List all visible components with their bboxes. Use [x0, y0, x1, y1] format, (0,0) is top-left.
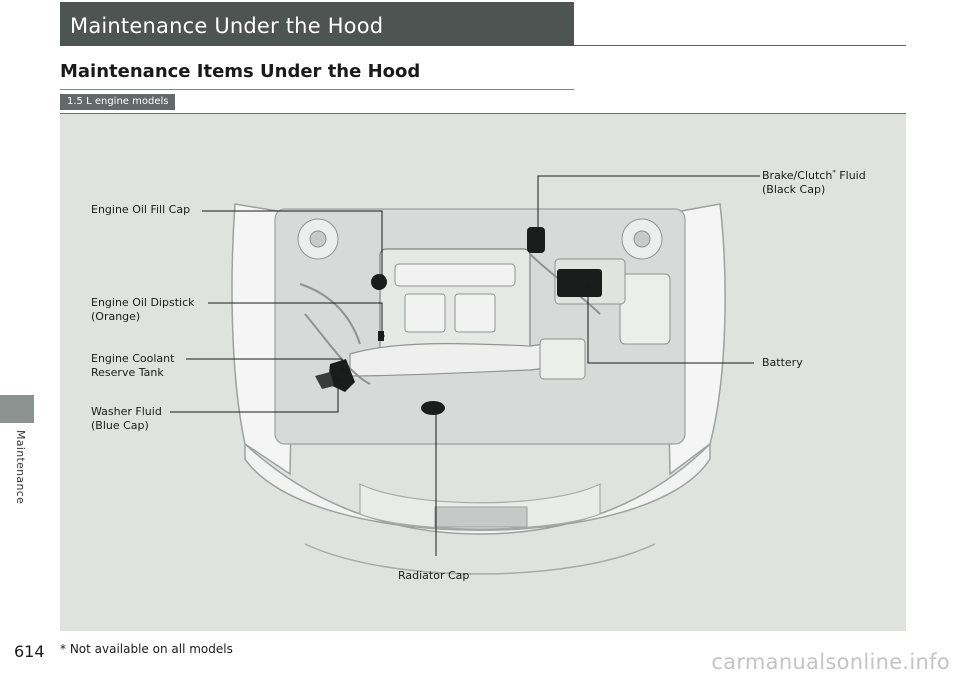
battery-shape — [557, 269, 602, 297]
label-engine-oil-dipstick: Engine Oil Dipstick (Orange) — [91, 296, 195, 323]
footnote: * Not available on all models — [60, 642, 233, 656]
title-rule — [574, 45, 906, 46]
engine-oil-fill-cap-shape — [371, 274, 387, 290]
fuse-box — [619, 273, 671, 345]
leader-engine-oil-fill-cap — [202, 210, 383, 277]
label-radiator-cap: Radiator Cap — [398, 569, 470, 582]
label-brake-clutch-footnote-mark: * — [832, 168, 836, 177]
label-washer-fluid: Washer Fluid (Blue Cap) — [91, 405, 162, 432]
leader-brake-fluid — [537, 175, 760, 231]
engine-model-badge: 1.5 L engine models — [60, 94, 176, 110]
section-heading: Maintenance Items Under the Hood — [60, 61, 421, 82]
title-bar — [60, 2, 574, 46]
page-title: Maintenance Under the Hood — [70, 14, 384, 38]
sidebar-section-label: Maintenance — [14, 430, 27, 505]
label-engine-oil-fill-cap: Engine Oil Fill Cap — [91, 203, 191, 216]
coolant-reserve-tank-shape — [328, 359, 355, 392]
leader-engine-coolant — [186, 358, 343, 369]
section-rule — [60, 89, 574, 90]
label-engine-coolant-reserve-tank: Engine Coolant Reserve Tank — [91, 352, 175, 379]
radiator-cap-shape — [421, 401, 445, 415]
leader-battery — [587, 286, 754, 364]
engine-bay-figure — [60, 113, 906, 631]
section-tab — [0, 395, 34, 423]
label-battery: Battery — [762, 356, 803, 369]
washer-fluid-reservoir-shape — [315, 372, 334, 389]
page-number: 614 — [14, 642, 45, 661]
label-brake-fluid-text: Fluid (Black Cap) — [762, 169, 866, 196]
label-brake-clutch-fluid: Brake/Clutch* Fluid (Black Cap) — [762, 169, 866, 197]
lower-bumper — [304, 543, 656, 575]
watermark: carmanualsonline.info — [711, 650, 950, 674]
license-plate — [434, 506, 528, 528]
engine-bay-illustration — [170, 175, 760, 575]
leader-washer-fluid — [170, 379, 339, 413]
label-brake-clutch-text: Brake/Clutch — [762, 169, 833, 182]
leader-engine-oil-dipstick — [208, 302, 383, 336]
air-box — [539, 338, 586, 380]
brake-fluid-reservoir-shape — [527, 227, 545, 253]
